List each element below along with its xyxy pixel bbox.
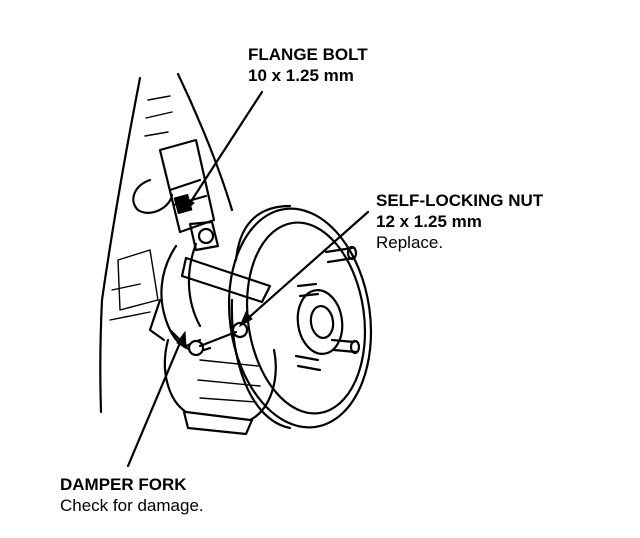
leader-lines	[126, 90, 370, 468]
damper-fork-label: DAMPER FORK Check for damage.	[60, 474, 204, 516]
self-locking-nut-title: SELF-LOCKING NUT	[376, 191, 544, 210]
self-locking-nut-leader	[244, 210, 370, 322]
strut-assembly	[132, 138, 220, 252]
damper-fork-title: DAMPER FORK	[60, 475, 187, 494]
flange-bolt-arrowhead	[183, 197, 195, 214]
flange-bolt-title: FLANGE BOLT	[248, 45, 368, 64]
brake-disc	[227, 204, 373, 430]
flange-bolt-leader	[186, 90, 264, 208]
flange-bolt-size: 10 x 1.25 mm	[248, 66, 354, 85]
damper-fork-arrowhead	[176, 330, 187, 347]
damper-fork-leader	[126, 336, 184, 468]
self-locking-nut-size: 12 x 1.25 mm	[376, 212, 482, 231]
self-locking-nut-arrowhead	[238, 311, 253, 328]
damper-fork-note: Check for damage.	[60, 496, 204, 515]
steering-knuckle	[148, 298, 277, 436]
self-locking-nut-note: Replace.	[376, 233, 444, 252]
self-locking-nut-label: SELF-LOCKING NUT 12 x 1.25 mm Replace.	[376, 190, 543, 253]
fender-outline	[99, 72, 234, 414]
flange-bolt-label: FLANGE BOLT 10 x 1.25 mm	[248, 44, 368, 86]
wheel-hub	[294, 245, 361, 372]
